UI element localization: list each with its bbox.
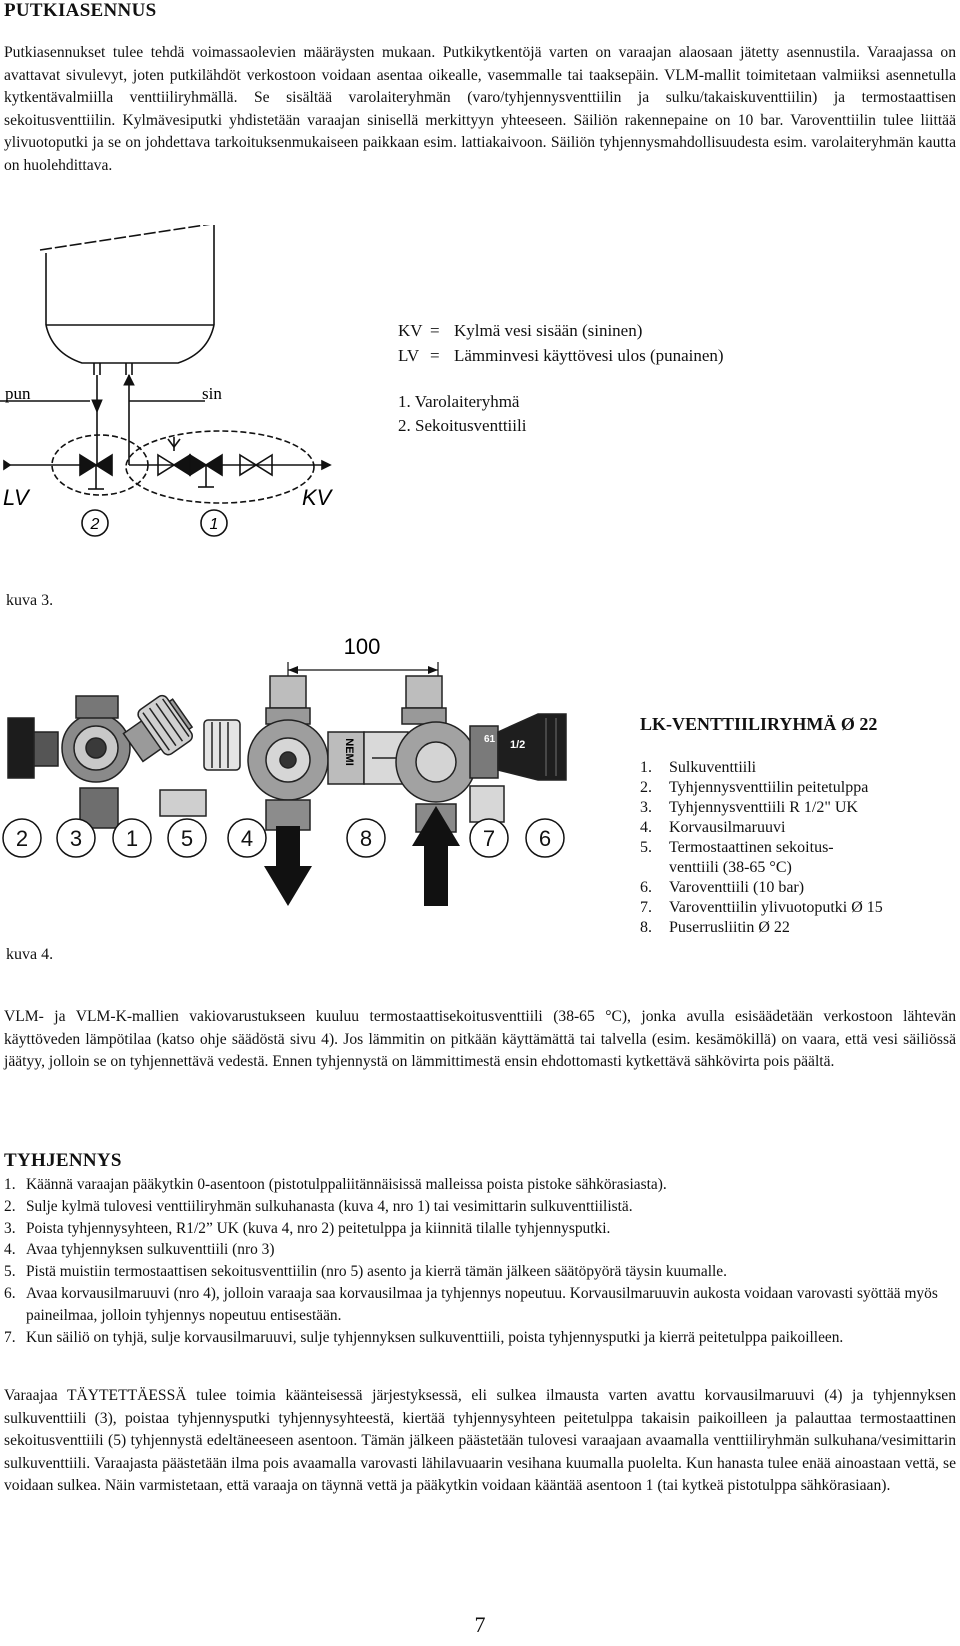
figure-3-caption: kuva 3. — [6, 592, 54, 609]
figure-4-caption: kuva 4. — [6, 946, 54, 963]
list-item: 7.Varoventtiilin ylivuotoputki Ø 15 — [640, 899, 883, 916]
list-item: 7.Kun säiliö on tyhjä, sulje korvausilma… — [4, 1328, 844, 1346]
figure-4-valve-group: 100 NEMI — [2, 634, 567, 906]
badge-3: 3 — [70, 826, 82, 851]
list-item: 5.Termostaattinen sekoitus- — [640, 839, 834, 856]
badge-6: 6 — [539, 826, 551, 851]
valve-mark-size: 1/2 — [510, 739, 525, 751]
draining-steps: 1.Käännä varaajan pääkytkin 0-asentoon (… — [4, 1174, 956, 1348]
circle-number-1: 1 — [210, 516, 219, 533]
badge-5: 5 — [181, 826, 193, 851]
list-item: 6.Avaa korvausilmaruuvi (nro 4), jolloin… — [4, 1284, 938, 1324]
mixing-valve-paragraph: VLM- ja VLM-K-mallien vakiovarustukseen … — [4, 1008, 956, 1071]
label-kv: KV — [302, 485, 334, 510]
list-item: 1.Käännä varaajan pääkytkin 0-asentoon (… — [4, 1176, 667, 1193]
label-sin: sin — [202, 384, 222, 403]
list-item: venttiili (38-65 °C) — [669, 859, 792, 876]
valve-mark-nemi: NEMI — [343, 738, 355, 766]
section-title-tyhjennys: TYHJENNYS — [4, 1150, 122, 1171]
list-item: 8.Puserrusliitin Ø 22 — [640, 919, 790, 936]
list-item: 4.Avaa tyhjennyksen sulkuventtiili (nro … — [4, 1241, 275, 1259]
figure3-item-2: 2. Sekoitusventtiili — [398, 416, 527, 435]
badge-7: 7 — [483, 826, 495, 851]
label-lv: LV — [3, 485, 31, 510]
label-pun: pun — [5, 384, 31, 403]
valve-mark-rating: 61 — [484, 734, 496, 745]
list-item: 4.Korvausilmaruuvi — [640, 819, 786, 836]
legend-kv: KV=Kylmä vesi sisään (sininen) — [398, 321, 643, 340]
badge-4: 4 — [241, 826, 253, 851]
badge-1: 1 — [126, 826, 138, 851]
circle-number-2: 2 — [90, 516, 100, 533]
parts-list: 1.Sulkuventtiili 2.Tyhjennysventtiilin p… — [640, 758, 956, 938]
badge-2: 2 — [16, 826, 28, 851]
list-item: 1.Sulkuventtiili — [640, 759, 757, 776]
badge-8: 8 — [360, 826, 372, 851]
list-item: 2.Sulje kylmä tulovesi venttiiliryhmän s… — [4, 1197, 633, 1215]
page-number: 7 — [474, 1612, 486, 1637]
list-item: 2.Tyhjennysventtiilin peitetulppa — [640, 779, 869, 796]
valve-group-title: LK-VENTTIILIRYHMÄ Ø 22 — [640, 714, 878, 734]
figure-3-schematic: pun sin LV KV 2 1 — [0, 225, 334, 537]
section-title-putkiasennus: PUTKIASENNUS — [4, 0, 157, 21]
list-item: 5.Pistä muistiin termostaattisen sekoitu… — [4, 1263, 727, 1281]
legend-lv: LV=Lämminvesi käyttövesi ulos (punainen) — [398, 346, 724, 365]
refill-paragraph: Varaajaa TÄYTETTÄESSÄ tulee toimia käänt… — [4, 1387, 956, 1495]
list-item: 3.Poista tyhjennysyhteen, R1/2” UK (kuva… — [4, 1219, 611, 1237]
list-item: 3.Tyhjennysventtiili R 1/2" UK — [640, 799, 858, 816]
list-item: 6.Varoventtiili (10 bar) — [640, 879, 805, 896]
dimension-100: 100 — [344, 634, 381, 659]
figure3-item-1: 1. Varolaiteryhmä — [398, 392, 520, 411]
installation-paragraph: Putkiasennukset tulee tehdä voimassaolev… — [4, 44, 956, 174]
